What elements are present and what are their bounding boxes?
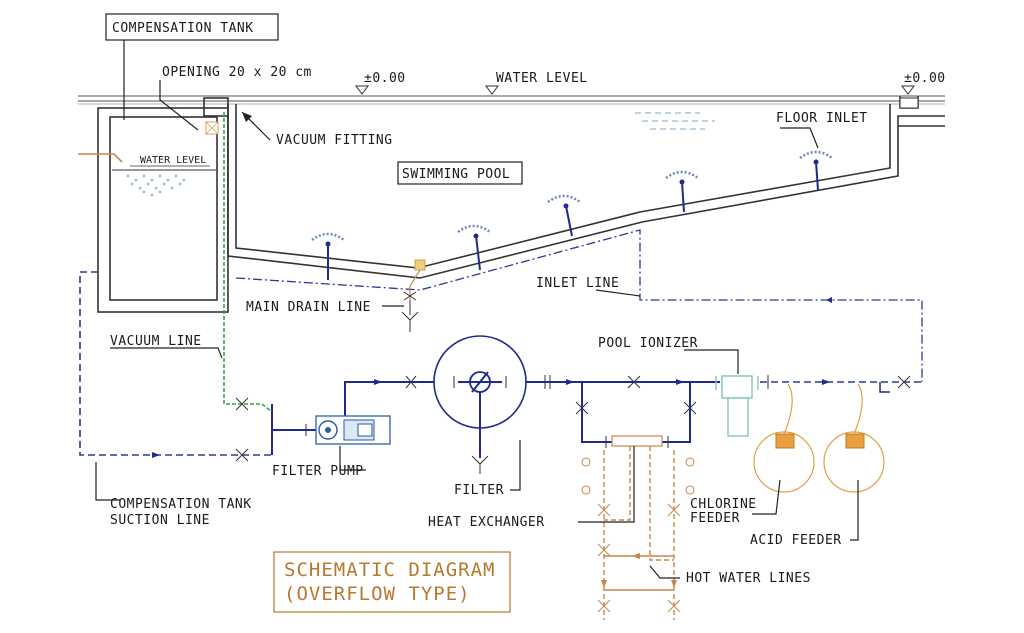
- water-level-label: WATER LEVEL: [496, 71, 588, 86]
- floor-inlet-label: FLOOR INLET: [776, 111, 868, 126]
- opening-label: OPENING 20 x 20 cm: [162, 65, 312, 80]
- pool-basin: [227, 96, 945, 279]
- title-line-1: SCHEMATIC DIAGRAM: [284, 559, 495, 581]
- floor-inlet-2: [457, 224, 491, 271]
- pool-ionizer-label: POOL IONIZER: [598, 336, 698, 351]
- floor-inlet-3: [547, 194, 581, 237]
- pool-water-ripples: [635, 112, 715, 130]
- compensation-tank-label: COMPENSATION TANK: [112, 21, 254, 36]
- chlorine-feeder: [753, 383, 815, 493]
- title-box: [273, 551, 511, 613]
- water-level-lines: [78, 95, 945, 105]
- vacuum-line: [223, 112, 273, 413]
- compensation-suction-label-1: COMPENSATION TANK: [110, 497, 252, 512]
- floor-inlet-4: [665, 170, 699, 213]
- vacuum-fitting-label: VACUUM FITTING: [276, 133, 393, 148]
- swimming-pool-box: [397, 161, 523, 185]
- level-left-label: ±0.00: [364, 71, 406, 86]
- suction-arrow: [152, 452, 160, 458]
- compensation-suction-label-2: SUCTION LINE: [110, 513, 210, 528]
- vacuum-line-label: VACUUM LINE: [110, 334, 202, 349]
- filter-pump: [305, 415, 391, 445]
- chlorine-feeder-label-1: CHLORINE: [690, 497, 757, 512]
- acid-feeder-label: ACID FEEDER: [750, 533, 842, 548]
- floor-inlets: [311, 150, 833, 280]
- hot-water-lines: [581, 446, 695, 620]
- tank-water-level-label: WATER LEVEL: [140, 155, 206, 166]
- floor-inlet-1: [311, 232, 345, 280]
- inlet-line-label: INLET LINE: [536, 276, 619, 291]
- swimming-pool-label: SWIMMING POOL: [402, 167, 510, 182]
- heat-exchanger: [575, 382, 697, 448]
- main-drain-line-label: MAIN DRAIN LINE: [246, 300, 371, 315]
- filter-label: FILTER: [454, 483, 504, 498]
- main-pipe: [271, 375, 922, 455]
- leader-lines: [95, 40, 859, 579]
- pool-ionizer: [715, 375, 759, 437]
- acid-feeder: [823, 383, 885, 493]
- suction-valve: [235, 448, 249, 462]
- filter-pump-label: FILTER PUMP: [272, 464, 364, 479]
- level-right-label: ±0.00: [904, 71, 946, 86]
- hot-water-lines-label: HOT WATER LINES: [686, 571, 811, 586]
- main-drain: [401, 259, 426, 332]
- heat-exchanger-label: HEAT EXCHANGER: [428, 515, 545, 530]
- vacuum-valve: [235, 397, 249, 411]
- level-markers: [355, 85, 915, 95]
- floor-inlet-5: [799, 150, 833, 191]
- inlet-line-arrow: [826, 297, 832, 303]
- tank-water-pattern: [126, 174, 186, 197]
- compensation-tank: WATER LEVEL: [78, 97, 229, 313]
- compensation-tank-box: [105, 13, 279, 41]
- inlet-line: [235, 229, 923, 382]
- title-line-2: (OVERFLOW TYPE): [284, 583, 471, 605]
- filter: [433, 335, 527, 474]
- chlorine-feeder-label-2: FEEDER: [690, 511, 740, 526]
- compensation-suction-line: [79, 271, 272, 456]
